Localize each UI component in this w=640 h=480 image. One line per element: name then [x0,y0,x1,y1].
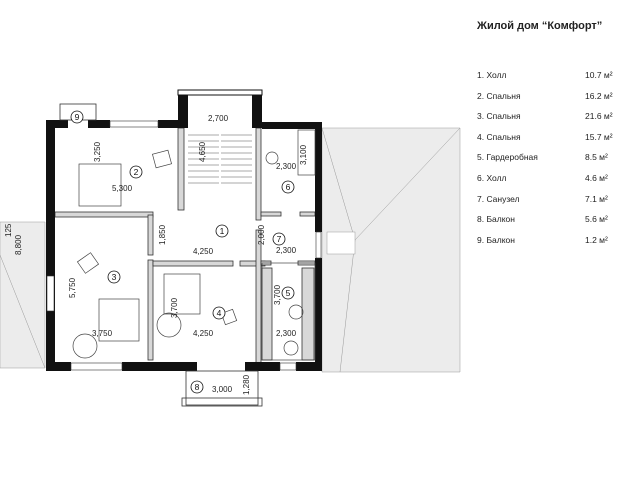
room-number: 7 [277,234,282,244]
room-number: 6 [286,182,291,192]
room-legend: Жилой дом “Комфорт” 1. Холл 10.7 м² 2. Спа… [477,20,637,255]
legend-row: 4. Спальня 15.7 м² [477,132,637,153]
dimension-label: 4,650 [198,141,207,162]
dimension-label: 3,700 [273,284,282,305]
room-area: 7.1 м² [585,193,608,204]
room-area: 5.6 м² [585,214,608,225]
room-area: 15.7 м² [585,131,613,142]
room-label: 8. Балкон [477,214,515,225]
room-area: 1.2 м² [585,234,608,245]
interior-walls [54,127,316,366]
dimension-label: 4,250 [193,329,214,338]
dimension-label: 3,000 [212,385,233,394]
room-number-marker [212,306,226,320]
room-label: 3. Спальня [477,111,521,122]
legend-row: 7. Санузел 7.1 м² [477,194,637,215]
dimension-label: 2,700 [208,114,229,123]
dimension-label: 4,250 [193,247,214,256]
room-area: 21.6 м² [585,111,613,122]
legend-row: 6. Холл 4.6 м² [477,173,637,194]
room-number: 1 [220,226,225,236]
room-number-marker [272,232,286,246]
dimension-label: 1,280 [242,374,251,395]
dimension-label: 3,250 [93,141,102,162]
furniture [72,129,316,361]
room-label: 5. Гардеробная [477,152,538,163]
room-label: 4. Спальня [477,131,521,142]
roof-left [0,221,46,369]
dimension-label: 5,300 [112,184,133,193]
legend-row: 2. Спальня 16.2 м² [477,91,637,112]
room-label: 1. Холл [477,70,507,80]
room-number-marker [70,110,84,124]
roof-right [321,127,461,373]
room-number-marker [129,165,143,179]
room-number-marker [281,286,295,300]
dimension-label: 3,700 [170,297,179,318]
room-number: 2 [134,167,139,177]
legend-row: 3. Спальня 21.6 м² [477,111,637,132]
dimension-label: 2,300 [276,329,297,338]
dimension-label: 2,300 [276,246,297,255]
room-number-marker [215,224,229,238]
legend-row: 1. Холл 10.7 м² [477,70,637,91]
windows [46,120,322,371]
room-area: 10.7 м² [585,70,613,80]
dimension-label: 2,000 [257,224,266,245]
dimension-label: 125 [4,223,13,237]
exterior-walls [46,89,322,371]
room-number: 3 [112,272,117,282]
dimension-label: 2,300 [276,162,297,171]
room-label: 7. Санузел [477,193,520,204]
dimension-label: 3,750 [92,329,113,338]
room-number: 4 [217,308,222,318]
room-label: 2. Спальня [477,90,521,101]
legend-row: 8. Балкон 5.6 м² [477,214,637,235]
room-number-marker [190,380,204,394]
balcony-8 [181,370,263,407]
staircase [188,134,252,184]
dimension-label: 8,800 [14,234,23,255]
room-area: 16.2 м² [585,90,613,101]
room-number-marker [107,270,121,284]
legend-title: Жилой дом “Комфорт” [477,20,603,32]
room-number-marker [281,180,295,194]
dimension-label: 1,850 [158,224,167,245]
dimension-label: 3,100 [299,144,308,165]
room-label: 6. Холл [477,172,507,183]
room-area: 8.5 м² [585,152,608,163]
room-number: 5 [286,288,291,298]
room-number: 8 [195,382,200,392]
room-area: 4.6 м² [585,172,608,183]
dimension-label: 5,750 [68,277,77,298]
room-label: 9. Балкон [477,234,515,245]
legend-row: 5. Гардеробная 8.5 м² [477,152,637,173]
room-number: 9 [75,112,80,122]
legend-row: 9. Балкон 1.2 м² [477,235,637,256]
